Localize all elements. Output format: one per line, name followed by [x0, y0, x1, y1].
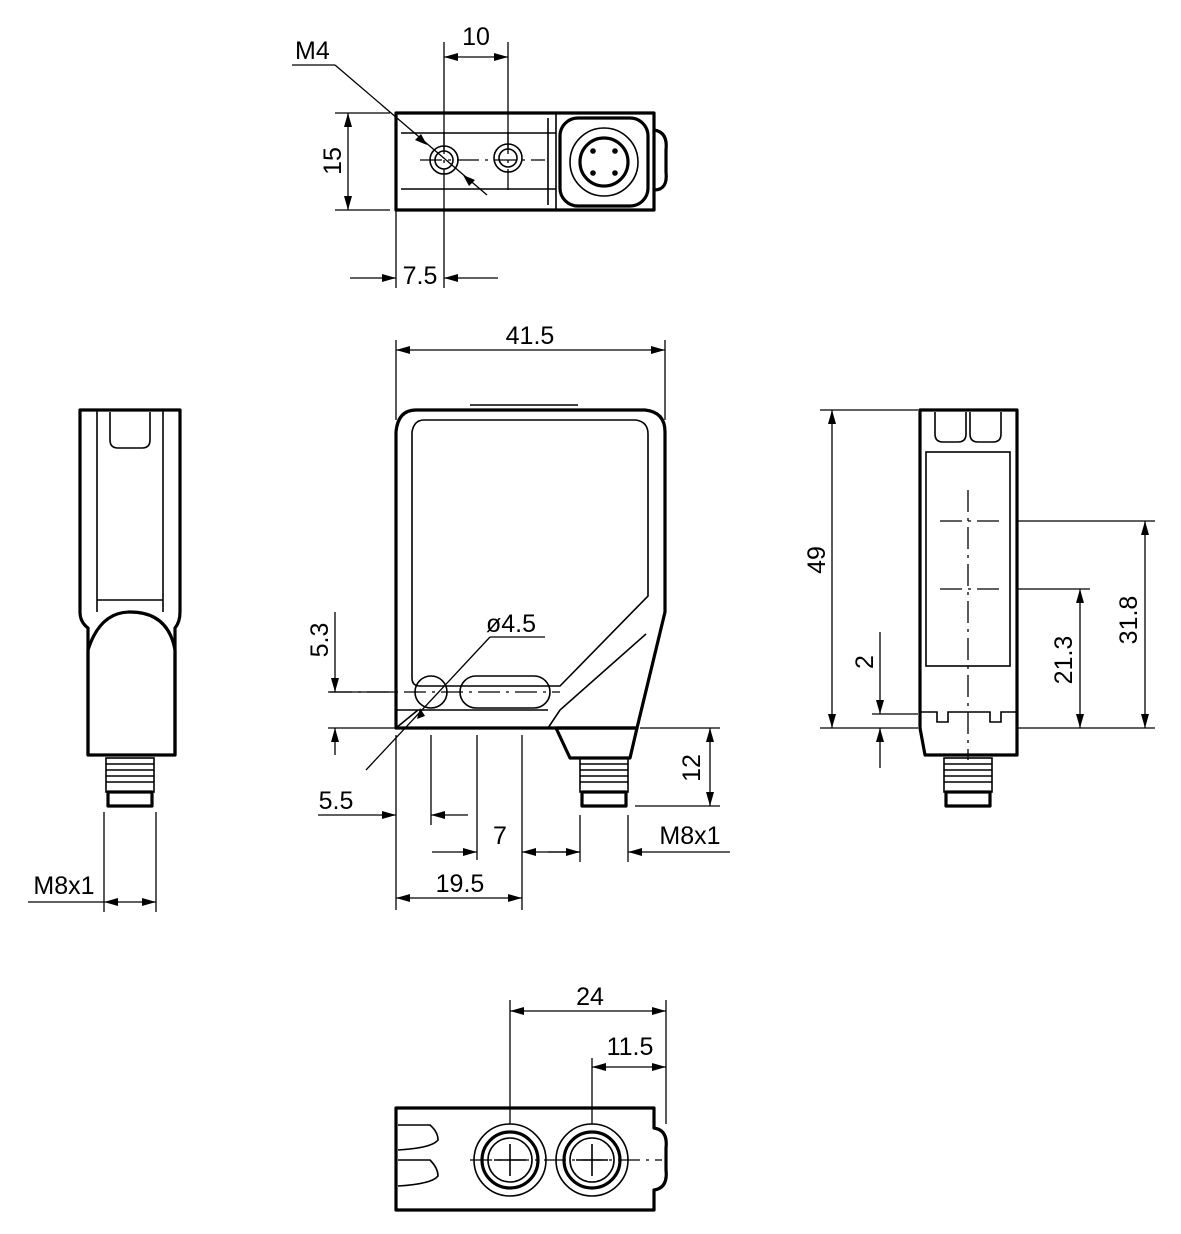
- dim-edge-to-hole: 7.5: [403, 262, 438, 290]
- top-view: 10 M4 15 7.5: [292, 23, 668, 290]
- dim-hole-from-edge: 5.5: [319, 787, 354, 815]
- dim-top-height: 15: [319, 147, 347, 175]
- dim-connector-thread-left: M8x1: [33, 872, 94, 900]
- dim-connector-thread-front: M8x1: [659, 822, 720, 850]
- left-view: M8x1: [28, 408, 182, 912]
- bottom-view: 24 11.5: [394, 983, 668, 1212]
- dim-slot-position: 19.5: [436, 870, 485, 898]
- dim-lens-center-upper: 31.8: [1115, 596, 1143, 645]
- dim-hole-height: 5.3: [306, 623, 334, 658]
- dim-offset: 2: [851, 655, 879, 669]
- dim-bottom-width: 24: [576, 983, 604, 1011]
- dim-bottom-offset: 11.5: [607, 1033, 654, 1061]
- dim-height: 49: [803, 546, 831, 574]
- label-thread-m4: M4: [295, 37, 330, 65]
- dim-hole-spacing: 10: [462, 23, 490, 51]
- label-hole-diameter: ø4.5: [486, 610, 536, 638]
- dim-slot-length: 7: [493, 822, 507, 850]
- dim-lens-center-lower: 21.3: [1050, 636, 1078, 685]
- dim-width: 41.5: [506, 322, 555, 350]
- right-view: 49 2 21.3 31.8: [803, 408, 1155, 808]
- front-view: 41.5 5.3 ø4.5 5.5 7 M8x1: [306, 322, 730, 910]
- dim-connector-length: 12: [678, 754, 706, 782]
